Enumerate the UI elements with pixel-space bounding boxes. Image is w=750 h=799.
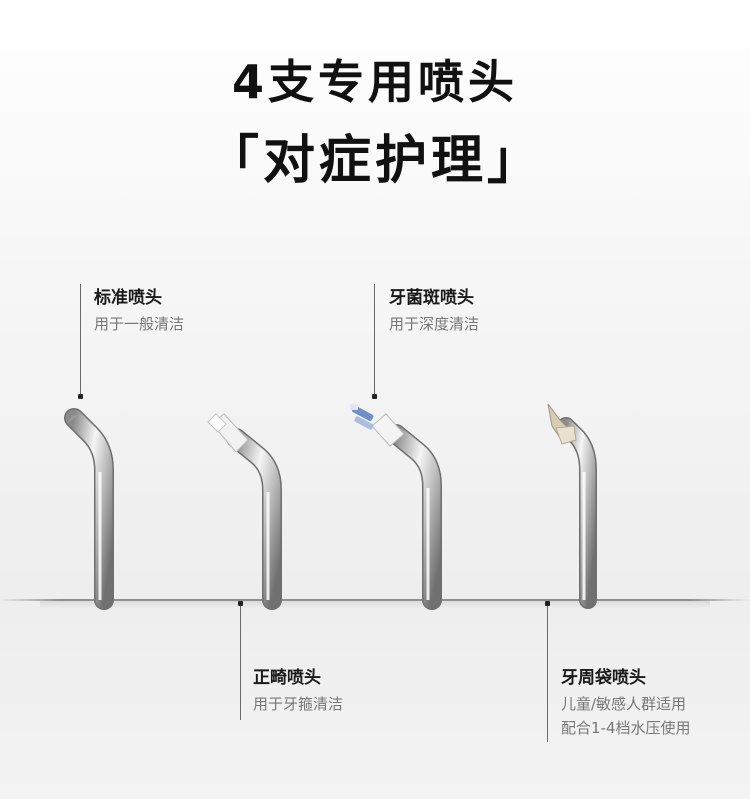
callout-standard: 标准喷头 用于一般清洁 <box>94 286 184 336</box>
nozzle-periodontal <box>547 403 597 609</box>
headline-line-1: 4支专用喷头 <box>231 55 518 109</box>
nozzle-plaque <box>350 404 442 610</box>
callout-orthodontic-name: 正畸喷头 <box>253 668 321 688</box>
leader-dot-orthodontic <box>238 601 243 606</box>
callout-periodontal-desc-2: 配合1-4档水压使用 <box>561 719 691 737</box>
leader-line-standard <box>80 284 81 396</box>
callout-periodontal: 牙周袋喷头 儿童/敏感人群适用 配合1-4档水压使用 <box>561 666 691 740</box>
ground-line <box>0 599 750 601</box>
ground-shadow <box>40 601 710 609</box>
leader-line-orthodontic <box>240 602 241 720</box>
nozzle-standard <box>64 408 114 610</box>
callout-orthodontic-desc: 用于牙箍清洁 <box>253 695 344 713</box>
leader-line-plaque <box>374 284 375 396</box>
leader-dot-standard <box>78 394 83 399</box>
callout-plaque-desc: 用于深度清洁 <box>389 315 480 333</box>
callout-plaque: 牙菌斑喷头 用于深度清洁 <box>389 286 479 336</box>
leader-dot-plaque <box>372 394 377 399</box>
leader-dot-periodontal <box>545 601 550 606</box>
callout-standard-name: 标准喷头 <box>94 288 162 308</box>
callout-periodontal-name: 牙周袋喷头 <box>561 668 646 688</box>
callout-standard-desc: 用于一般清洁 <box>94 315 185 333</box>
callout-periodontal-desc-1: 儿童/敏感人群适用 <box>561 695 687 713</box>
callout-orthodontic: 正畸喷头 用于牙箍清洁 <box>253 666 343 716</box>
leader-line-periodontal <box>547 602 548 742</box>
nozzle-orthodontic <box>207 413 282 610</box>
headline-line-2: 「对症护理」 <box>206 131 543 191</box>
callout-plaque-name: 牙菌斑喷头 <box>389 288 474 308</box>
